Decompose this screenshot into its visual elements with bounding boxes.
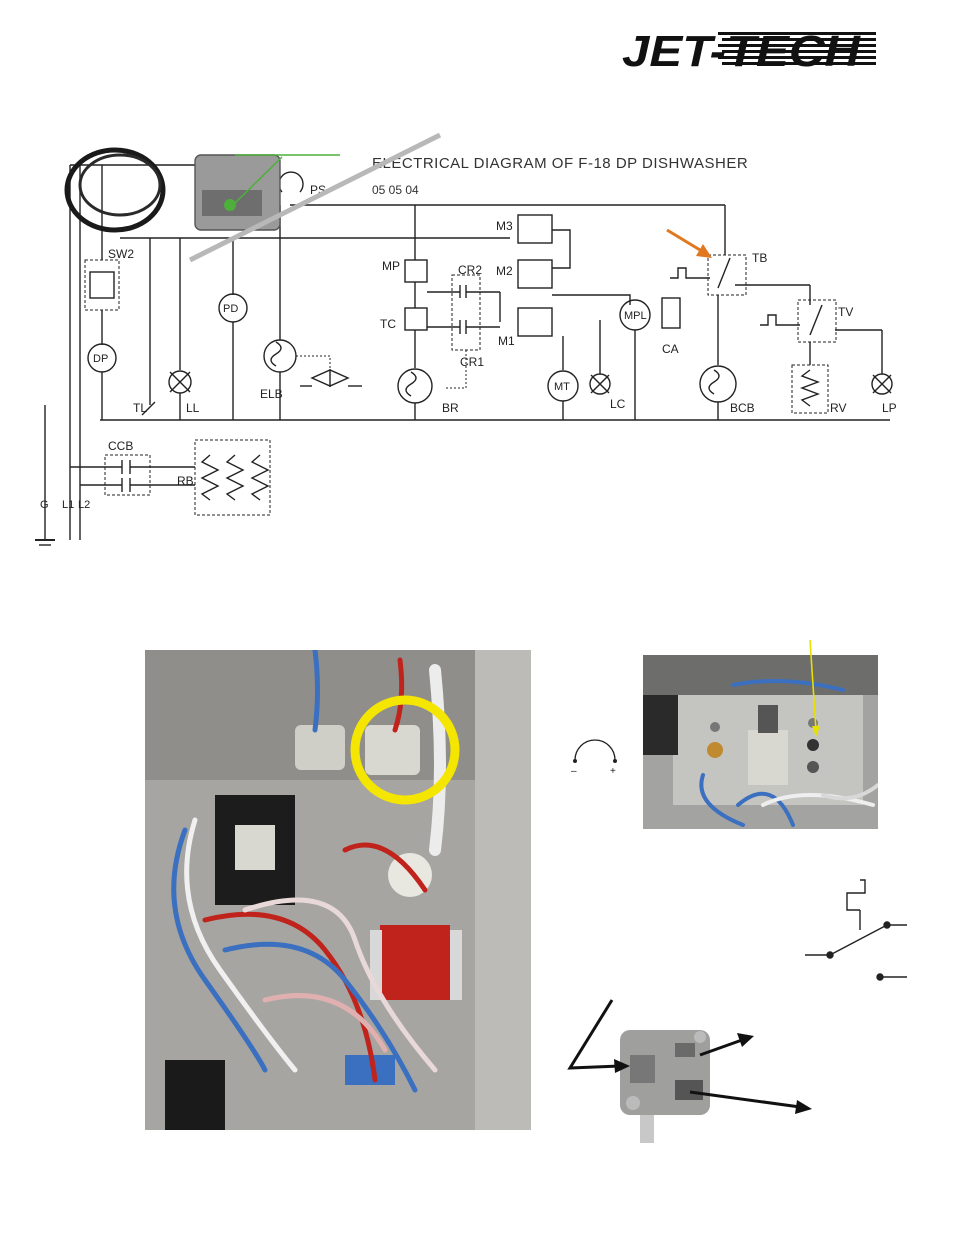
- label-mt: MT: [554, 381, 570, 393]
- label-cr1: CR1: [460, 355, 484, 369]
- label-ll: LL: [186, 401, 200, 415]
- label-l1: L1: [62, 499, 74, 511]
- label-rv: RV: [830, 401, 846, 415]
- label-ccb: CCB: [108, 439, 133, 453]
- label-bcb: BCB: [730, 401, 755, 415]
- label-m1: M1: [498, 334, 515, 348]
- highlight-ring: [350, 695, 460, 805]
- thermostat-bracket-photo: [643, 655, 878, 829]
- label-mpl: MPL: [624, 310, 647, 322]
- logo-text: JET-TECH: [622, 27, 861, 72]
- label-rb: RB: [177, 474, 194, 488]
- label-g: G: [40, 499, 49, 511]
- label-ca: CA: [662, 342, 679, 356]
- label-dp: DP: [93, 353, 108, 365]
- polarity-minus: –: [571, 766, 577, 776]
- diagram-date: 05 05 04: [372, 183, 419, 197]
- control-box-photo: [145, 650, 531, 1130]
- label-tc: TC: [380, 317, 396, 331]
- jet-tech-logo: JET-TECH: [622, 27, 876, 72]
- label-lp: LP: [882, 401, 897, 415]
- polarity-symbol: – +: [571, 739, 617, 776]
- label-tl: TL: [133, 401, 147, 415]
- label-mp: MP: [382, 259, 400, 273]
- label-tb: TB: [752, 251, 767, 265]
- label-m3: M3: [496, 219, 513, 233]
- label-cr2: CR2: [458, 263, 482, 277]
- label-lc: LC: [610, 397, 626, 411]
- thermostat-switch-symbol: [805, 879, 907, 981]
- label-m2: M2: [496, 264, 513, 278]
- diagram-title: ELECTRICAL DIAGRAM OF F-18 DP DISHWASHER: [372, 155, 748, 172]
- label-elb: ELB: [260, 387, 283, 401]
- thermostat-photo: [620, 1030, 710, 1143]
- label-l2: L2: [78, 499, 90, 511]
- label-sw2: SW2: [108, 247, 134, 261]
- label-br: BR: [442, 401, 459, 415]
- label-pd: PD: [223, 303, 238, 315]
- polarity-plus: +: [610, 766, 616, 776]
- electrical-diagram: ELECTRICAL DIAGRAM OF F-18 DP DISHWASHER…: [35, 132, 897, 546]
- label-tv: TV: [838, 305, 853, 319]
